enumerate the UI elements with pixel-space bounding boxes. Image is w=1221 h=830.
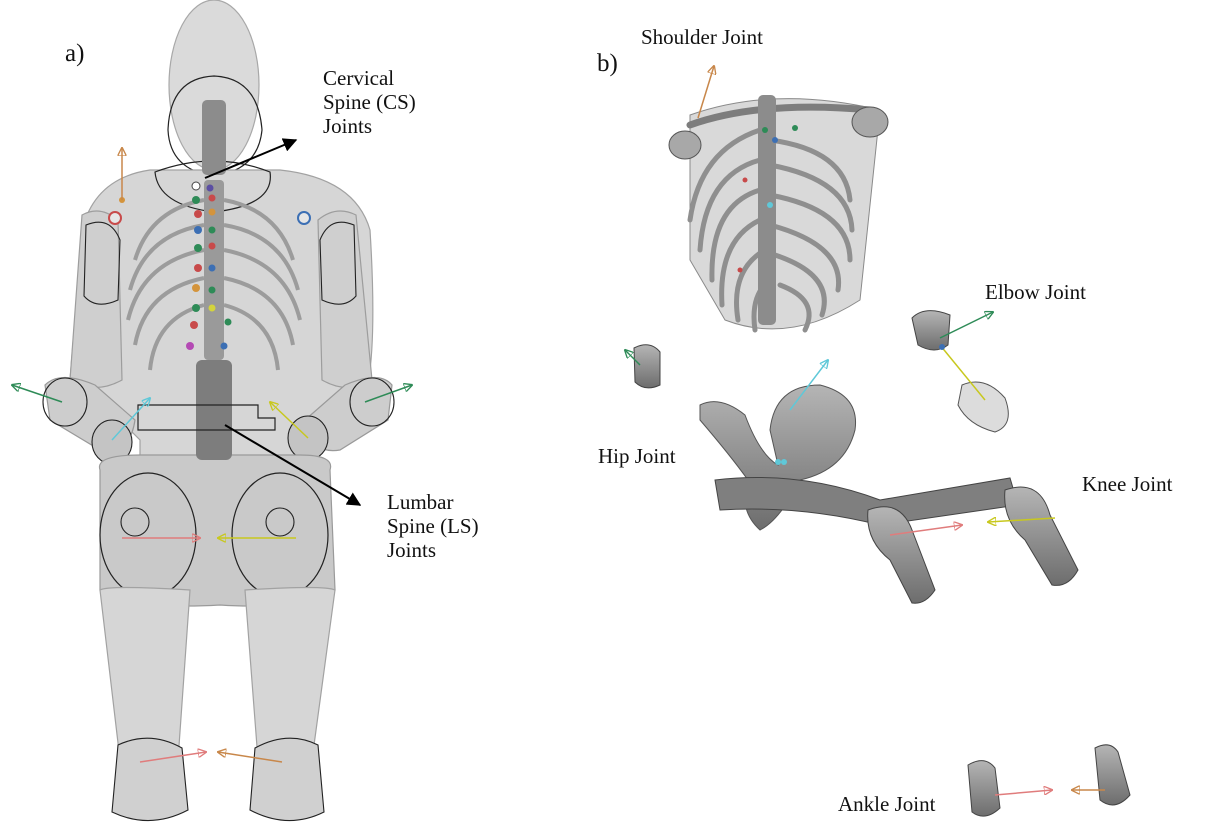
ribcage-b (669, 66, 888, 330)
ankle-joint-label: Ankle Joint (838, 792, 935, 816)
lumbar-line-3: Joints (387, 538, 479, 562)
cervical-spine-label: Cervical Spine (CS) Joints (323, 66, 416, 138)
left-shoulder-marker (109, 212, 121, 224)
lumbar-vertebrae (196, 360, 232, 460)
shoulder-joint-label: Shoulder Joint (641, 25, 763, 49)
cervical-line-2: Spine (CS) (323, 90, 416, 114)
pelvis-legs-b (700, 360, 1078, 603)
cervical-line-1: Cervical (323, 66, 416, 90)
panel-b-label: b) (597, 50, 618, 78)
hip-small-joint-b (625, 345, 660, 388)
right-foot (250, 738, 324, 820)
elbow-joint-label: Elbow Joint (985, 280, 1086, 304)
tibia-right-b (1005, 487, 1078, 585)
left-foot (112, 738, 188, 820)
right-shoulder-marker (298, 212, 310, 224)
lumbar-spine-label: Lumbar Spine (LS) Joints (387, 490, 479, 562)
tibia-left-b (868, 507, 935, 604)
knee-joint-label: Knee Joint (1082, 472, 1172, 496)
cervical-vertebrae (202, 100, 226, 175)
panel-a-label: a) (65, 40, 84, 68)
hip-joint-label: Hip Joint (598, 444, 676, 468)
lumbar-line-1: Lumbar (387, 490, 479, 514)
left-upper-arm (70, 211, 122, 388)
cervical-line-3: Joints (323, 114, 416, 138)
lumbar-line-2: Spine (LS) (387, 514, 479, 538)
shoulder-head-left-b (669, 131, 701, 159)
shoulder-head-right-b (852, 107, 888, 137)
ankle-joint-b (968, 745, 1130, 816)
elbow-lower-bone-b (958, 382, 1008, 432)
elbow-joint-b (912, 311, 1008, 432)
